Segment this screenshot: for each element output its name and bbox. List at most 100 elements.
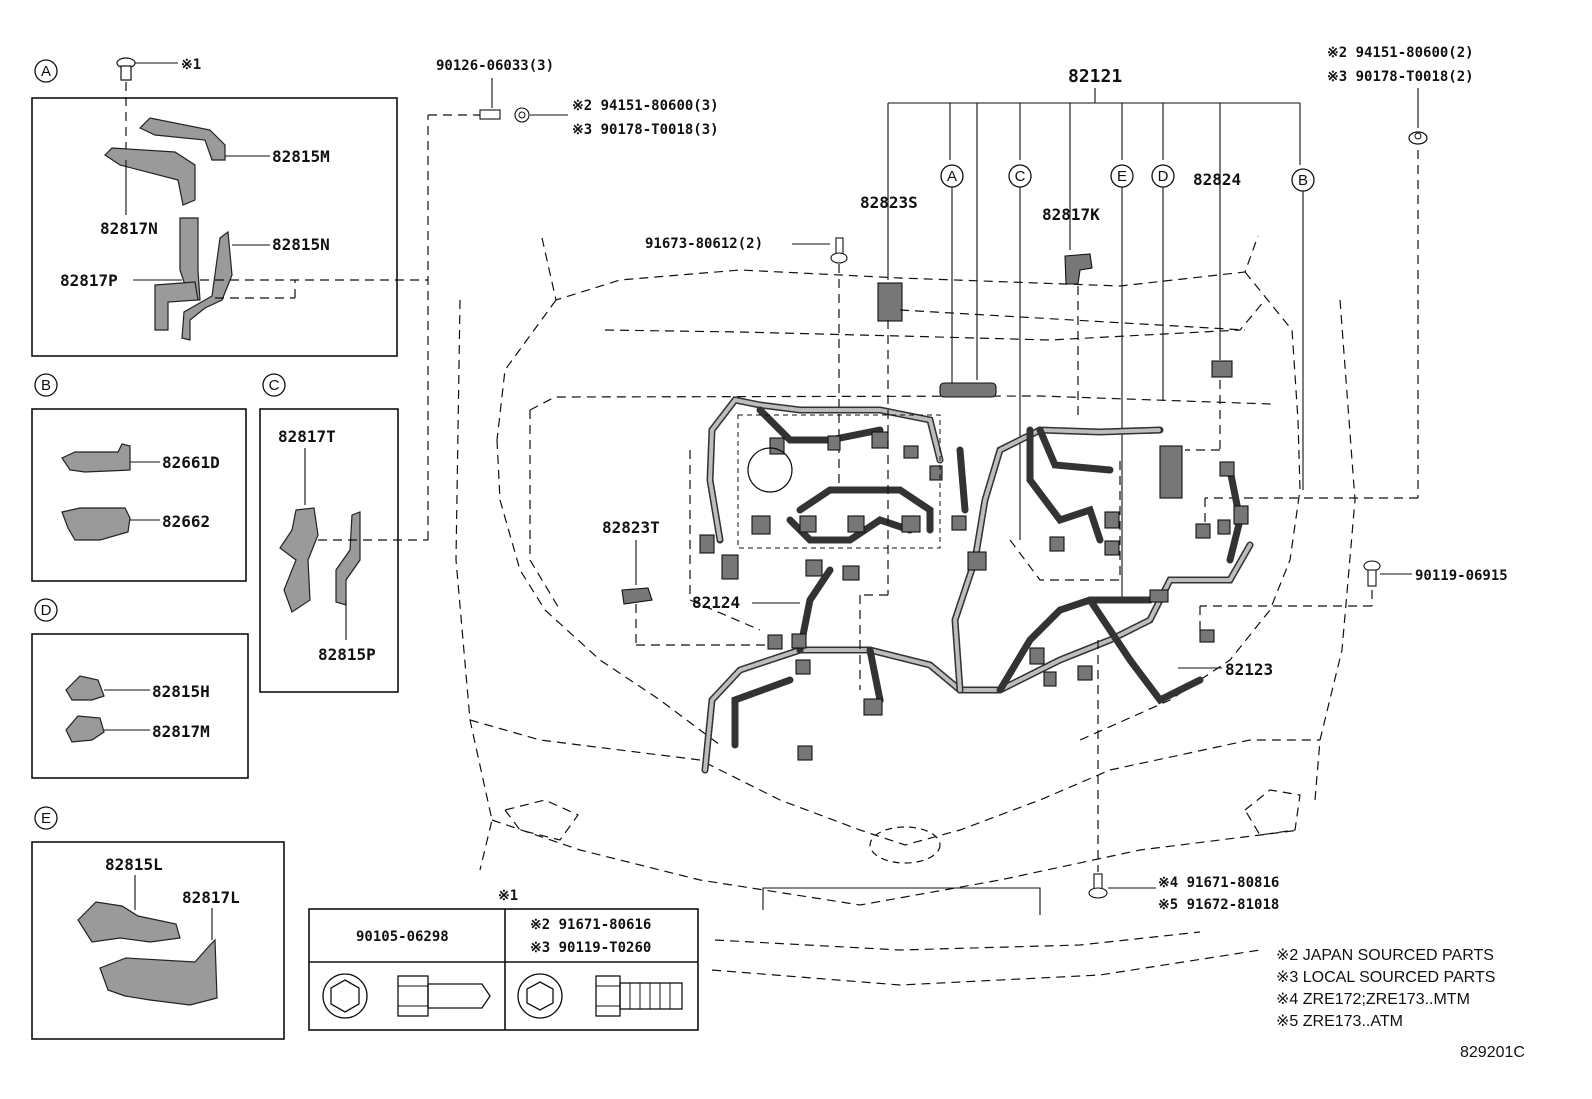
callout-90178-2: ※3 90178-T0018(2) [1327, 69, 1474, 85]
callout-82815m: 82815M [272, 147, 330, 166]
callout-91671-group: ※4 91671-80816 ※5 91672-81018 [1088, 640, 1279, 913]
callout-90126: 90126-06033(3) [436, 58, 554, 74]
bolt-icon [830, 237, 848, 264]
marker-b-main: B [1291, 168, 1315, 192]
callout-82815p: 82815P [318, 645, 376, 664]
callout-82124: 82124 [692, 593, 740, 612]
detail-panel-c: C 82817T 82815P [259, 114, 480, 693]
part-82815l [77, 901, 181, 943]
callout-82123: 82123 [1225, 660, 1273, 679]
stud-icon [479, 109, 501, 120]
callout-91672: ※5 91672-81018 [1158, 897, 1279, 913]
panel-b-frame [31, 408, 247, 582]
note-4: ※5 ZRE173..ATM [1276, 1013, 1403, 1030]
bracket-82817p-upper [179, 217, 201, 301]
svg-text:C: C [269, 377, 280, 394]
svg-text:B: B [1298, 172, 1308, 189]
marker-e-main: E [1110, 164, 1134, 188]
note-2: ※3 LOCAL SOURCED PARTS [1276, 969, 1495, 986]
marker-b: B [34, 373, 58, 397]
fastener-table: ※1 90105-06298 ※2 91671-80616 ※3 90119-T… [308, 888, 699, 1031]
notes-legend: ※2 JAPAN SOURCED PARTS ※3 LOCAL SOURCED … [1276, 947, 1495, 1030]
detail-panel-d: D 82815H 82817M [31, 598, 249, 779]
callout-82661d: 82661D [162, 453, 220, 472]
table-col2-line1: ※2 91671-80616 [530, 917, 651, 933]
detail-panel-e: E 82815L 82817L [31, 806, 285, 1040]
connector-large [1159, 445, 1183, 499]
part-82823t [621, 587, 653, 605]
panel-c-frame [259, 408, 399, 693]
marker-a-main: A [940, 164, 964, 188]
svg-text:C: C [1015, 168, 1026, 185]
bolt-icon [116, 57, 136, 81]
bracket-82815m [138, 117, 226, 161]
marker-d-main: D [1151, 164, 1175, 188]
note-3: ※4 ZRE172;ZRE173..MTM [1276, 991, 1470, 1008]
bolt-icon [1088, 873, 1108, 899]
part-82661d [61, 443, 131, 473]
marker-c-main: C [1008, 164, 1032, 188]
marker-e: E [34, 806, 58, 830]
callout-82817l: 82817L [182, 888, 240, 907]
hex-flange-head-icon [517, 973, 563, 1019]
callout-ref-1: ※1 [181, 57, 201, 73]
svg-text:B: B [41, 377, 51, 394]
callout-90178-3: ※3 90178-T0018(3) [572, 122, 719, 138]
callout-82662: 82662 [162, 512, 210, 531]
svg-text:D: D [41, 602, 52, 619]
callout-91673: 91673-80612(2) [645, 236, 763, 252]
table-col1: 90105-06298 [356, 929, 449, 945]
engine-harness [621, 253, 1254, 774]
callout-82815h: 82815H [152, 682, 210, 701]
part-82817m [65, 715, 105, 743]
bolt-icon [1363, 560, 1381, 587]
callout-82815l: 82815L [105, 855, 163, 874]
callout-90119-group: 90119-06915 [1199, 560, 1508, 630]
connector-82824 [1211, 360, 1233, 378]
marker-d: D [34, 598, 58, 622]
callout-82815n: 82815N [272, 235, 330, 254]
flange-bolt-side-icon [595, 975, 683, 1017]
callout-82817m: 82817M [152, 722, 210, 741]
bracket-82815n [181, 230, 233, 341]
callout-82823t: 82823T [602, 518, 660, 537]
bracket-82817n [104, 147, 196, 206]
callout-82121: 82121 [1068, 66, 1122, 87]
callout-82824: 82824 [1193, 170, 1241, 189]
engine-block-outline [737, 414, 941, 549]
detail-panel-a: A ※1 82815M 82817N 82815N 82817P [31, 57, 428, 357]
table-frame [308, 908, 699, 1031]
callout-91673-group: 91673-80612(2) [645, 236, 848, 490]
panel-d-frame [31, 633, 249, 779]
svg-text:E: E [41, 810, 51, 827]
marker-a: A [34, 59, 58, 83]
part-82817l [99, 938, 218, 1006]
callout-91671: ※4 91671-80816 [1158, 875, 1279, 891]
part-82662 [61, 507, 131, 541]
callout-90119: 90119-06915 [1415, 568, 1508, 584]
panel-a-frame [31, 97, 398, 357]
part-82815h [65, 675, 105, 701]
table-col2-line2: ※3 90119-T0260 [530, 940, 651, 956]
right-top-callout: ※2 94151-80600(2) ※3 90178-T0018(2) [1205, 45, 1474, 499]
diagram-code: 829201C [1460, 1044, 1525, 1061]
part-82815p [335, 511, 361, 606]
hex-head-icon [322, 973, 368, 1019]
panel-e-frame [31, 841, 285, 1040]
callout-82121-group: 82121 A C E D B [887, 66, 1315, 600]
part-82817t [279, 507, 319, 613]
table-ref: ※1 [498, 888, 518, 904]
note-1: ※2 JAPAN SOURCED PARTS [1276, 947, 1494, 964]
callout-82817k: 82817K [1042, 205, 1100, 224]
part-82817k [1064, 253, 1093, 285]
nut-icon [1408, 131, 1428, 145]
harness-cover [939, 382, 997, 398]
callout-82823s: 82823S [860, 193, 918, 212]
callout-82817n: 82817N [100, 219, 158, 238]
nut-icon [514, 107, 530, 123]
svg-text:D: D [1158, 168, 1169, 185]
bracket-82817p-lower [154, 281, 199, 331]
clip-and-nut-callout: 90126-06033(3) ※2 94151-80600(3) ※3 9017… [436, 58, 719, 138]
svg-text:E: E [1117, 168, 1127, 185]
